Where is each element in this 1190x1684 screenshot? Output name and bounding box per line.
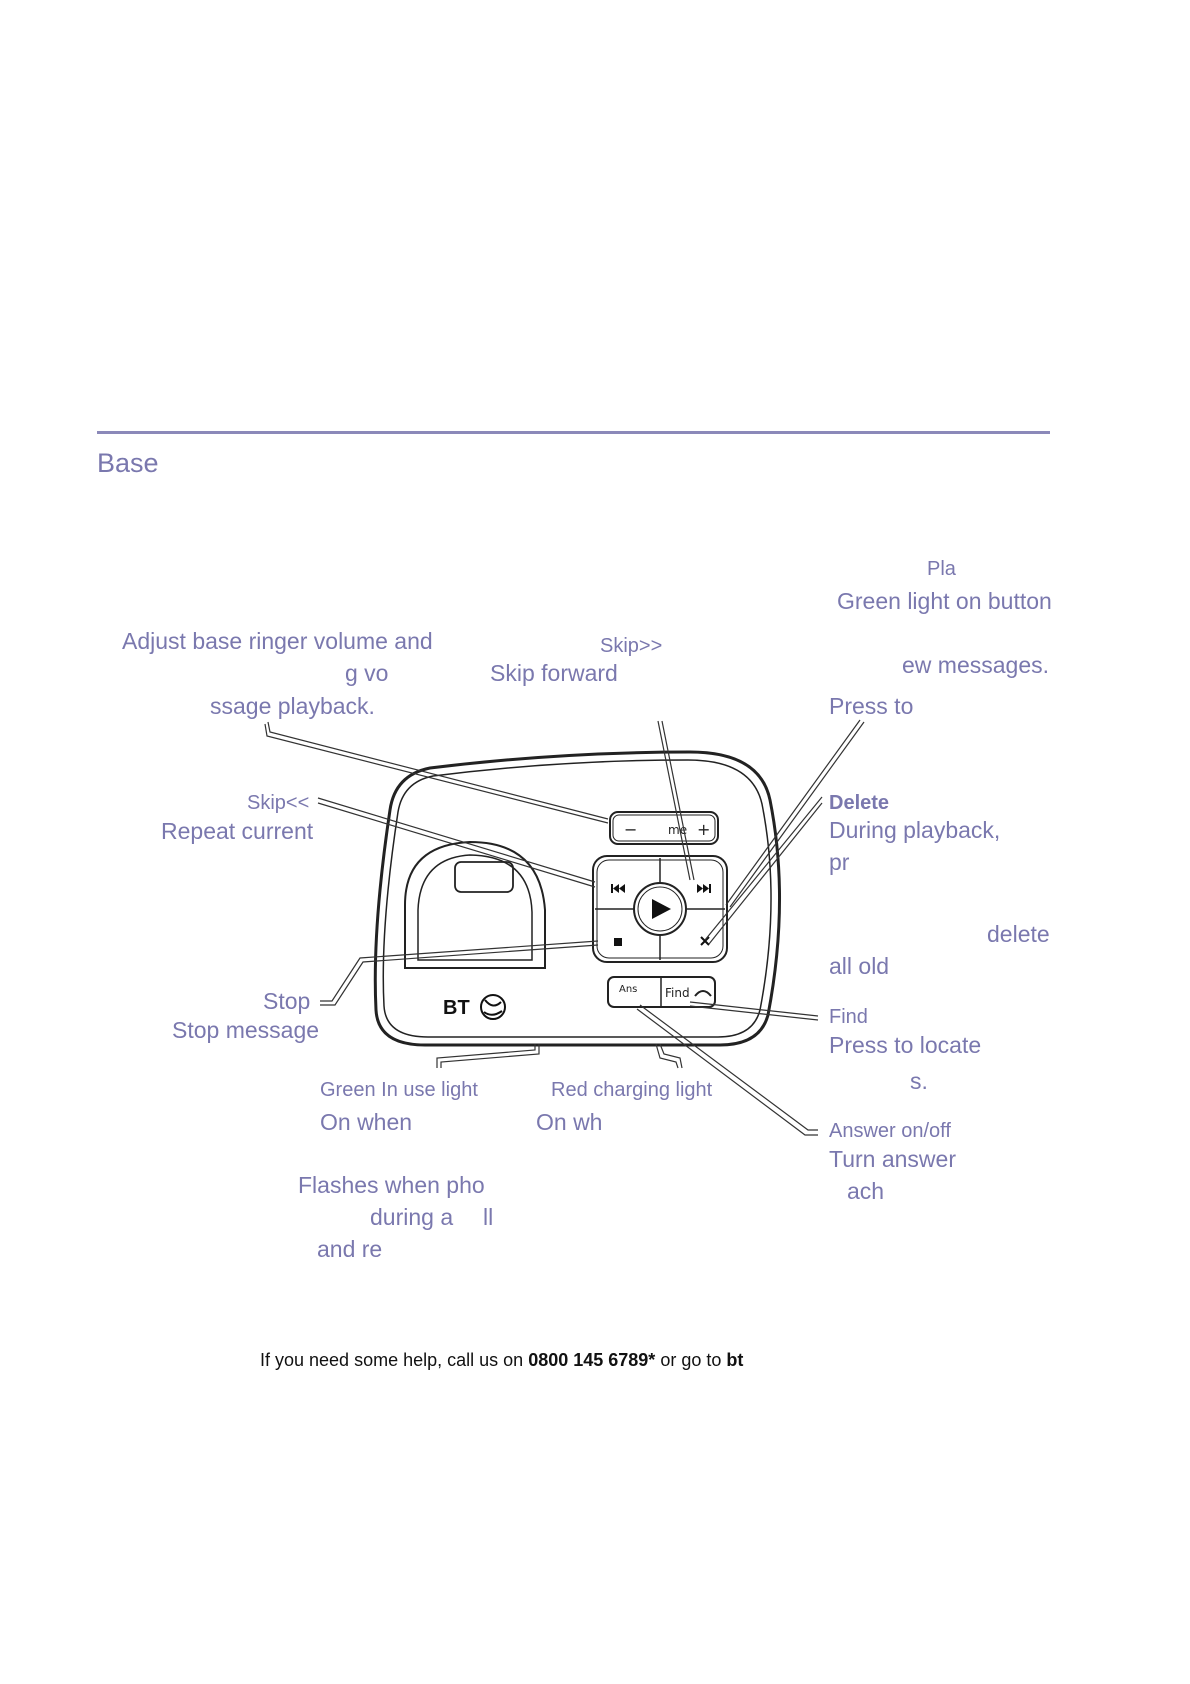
stop-icon[interactable] (614, 938, 622, 946)
delete-label-line4: all old (829, 953, 890, 979)
bt-logo-globe (480, 994, 506, 1020)
inuse-light-label-heading: Green In use light (320, 1079, 478, 1101)
play-label-line2: ew messages. (902, 652, 1050, 678)
play-label-line3: Press to (829, 693, 914, 719)
footer-phone[interactable]: 0800 145 6789* (528, 1350, 656, 1370)
section-title: Base (97, 448, 159, 478)
footer-site[interactable]: bt (726, 1350, 744, 1370)
volume-button[interactable] (609, 811, 719, 845)
volume-text: me (668, 823, 687, 837)
inuse-light-label-line3b: ll (483, 1204, 494, 1230)
callout-lines (264, 719, 865, 1136)
handset-contact-window (454, 861, 514, 893)
delete-icon[interactable] (700, 936, 710, 946)
skip-back-icon[interactable] (611, 884, 625, 893)
help-footer: If you need some help, call us on 0800 1… (260, 1350, 743, 1371)
delete-label-line2: pr (829, 849, 850, 875)
volume-label-line1: Adjust base ringer volume and (122, 628, 433, 654)
handset-cradle (404, 840, 546, 969)
play-label-heading: Pla (927, 558, 956, 580)
stop-label-line1: Stop message (172, 1017, 320, 1043)
delete-label-line3: delete (987, 921, 1050, 947)
base-outline-outer (373, 750, 782, 1047)
handset-icon (694, 990, 712, 997)
stop-label-heading: Stop (263, 988, 311, 1014)
volume-label-line2: g vo (345, 660, 389, 686)
inuse-light-label-line3: during a (370, 1204, 454, 1230)
find-label-heading: Find (829, 1006, 868, 1028)
ans-button[interactable]: Ans (619, 984, 637, 995)
volume-minus-icon: − (624, 820, 637, 839)
skip-forward-icon[interactable] (697, 884, 711, 893)
volume-label-line3: ssage playback. (210, 693, 375, 719)
keypad-outline (592, 855, 728, 963)
delete-label-line1: During playback, (829, 817, 1001, 843)
find-label-line1: Press to locate (829, 1032, 982, 1058)
answer-label-line1: Turn answer (829, 1146, 956, 1172)
footer-prefix: If you need some help, call us on (260, 1350, 524, 1370)
skip-forward-label-heading: Skip>> (600, 635, 663, 657)
volume-plus-icon: + (697, 820, 710, 839)
charging-light-label-line1: On wh (536, 1109, 603, 1135)
play-label-line1: Green light on button (837, 588, 1052, 614)
find-label-line2: s. (910, 1068, 928, 1094)
footer-mid: or go to (660, 1350, 722, 1370)
skip-forward-label-line1: Skip forward (490, 660, 618, 686)
inuse-light-label-line2: Flashes when pho (298, 1172, 485, 1198)
find-button[interactable]: Find (665, 986, 690, 1000)
play-icon (652, 899, 671, 919)
answer-label-line2: ach (847, 1178, 885, 1204)
skip-back-label-heading: Skip<< (247, 792, 310, 814)
inuse-light-label-line4: and re (317, 1236, 383, 1262)
charging-light-label-heading: Red charging light (551, 1079, 713, 1101)
answer-label-heading: Answer on/off (829, 1120, 951, 1142)
delete-label-heading: Delete (829, 792, 890, 814)
bt-logo-text: BT (443, 997, 470, 1019)
section-rule (97, 431, 1050, 434)
skip-back-label-line1: Repeat current (161, 818, 314, 844)
inuse-light-label-line1: On when (320, 1109, 413, 1135)
base-outline-inner (382, 759, 772, 1038)
